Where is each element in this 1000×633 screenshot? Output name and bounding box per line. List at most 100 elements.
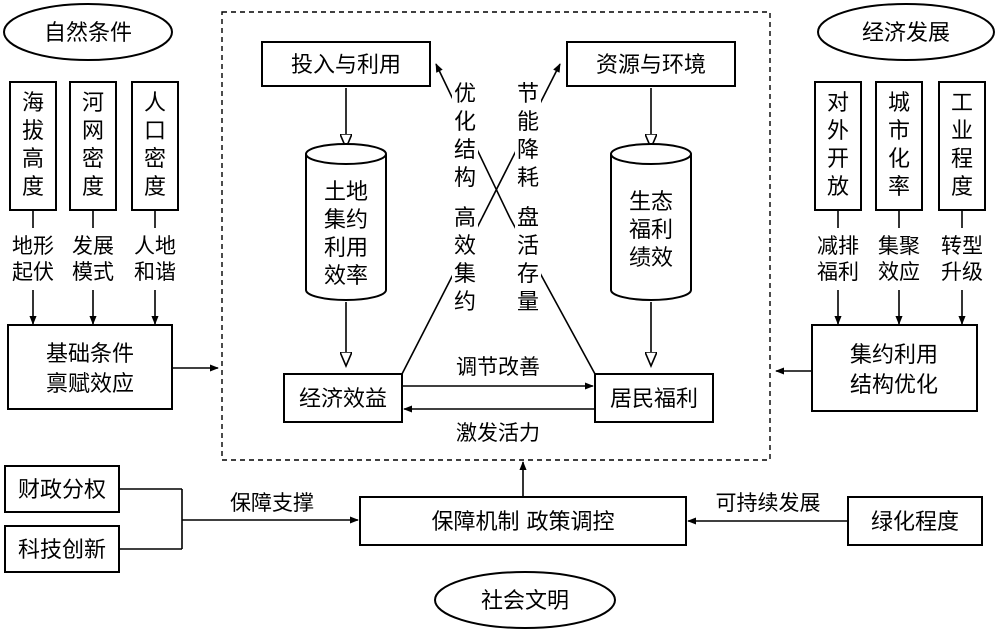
svg-text:拔: 拔 — [22, 119, 44, 144]
svg-text:投入与利用: 投入与利用 — [291, 53, 401, 78]
svg-text:约: 约 — [454, 290, 476, 315]
svg-text:业: 业 — [951, 119, 973, 144]
svg-text:放: 放 — [827, 175, 849, 200]
svg-text:市: 市 — [888, 119, 910, 144]
svg-text:率: 率 — [888, 175, 910, 200]
svg-text:保障机制 政策调控: 保障机制 政策调控 — [432, 510, 615, 535]
left-factor-river-density: 河 网 密 度 — [69, 81, 117, 211]
svg-text:构: 构 — [454, 166, 476, 191]
land-efficiency-cylinder: 土地 集约 利用 效率 — [305, 143, 387, 301]
right-factor-opening: 对 外 开 放 — [814, 81, 862, 211]
svg-text:科技创新: 科技创新 — [18, 538, 106, 563]
svg-text:生态: 生态 — [629, 190, 673, 215]
svg-text:活: 活 — [517, 234, 539, 259]
svg-text:和谐: 和谐 — [134, 260, 176, 284]
regulate-label: 调节改善 — [456, 355, 540, 379]
svg-text:工: 工 — [951, 91, 973, 116]
oval-social: 社会文明 — [434, 571, 616, 629]
svg-text:度: 度 — [144, 175, 166, 200]
energy-saving-label: 节 能 降 耗 — [515, 76, 541, 194]
svg-text:减排: 减排 — [817, 234, 859, 258]
revitalize-stock-label: 盘 活 存 量 — [515, 202, 541, 318]
svg-text:降: 降 — [517, 138, 539, 163]
svg-text:耗: 耗 — [517, 166, 539, 191]
svg-text:资源与环境: 资源与环境 — [596, 53, 706, 78]
svg-text:密: 密 — [144, 147, 166, 172]
resource-env-box: 资源与环境 — [566, 41, 736, 87]
fiscal-decentralization-box: 财政分权 — [4, 465, 120, 513]
right-effect-labels: 减排 福利 集聚 效应 转型 升级 — [817, 234, 983, 284]
svg-text:绩效: 绩效 — [629, 246, 673, 271]
svg-text:存: 存 — [517, 262, 539, 287]
svg-text:绿化程度: 绿化程度 — [871, 510, 959, 535]
svg-text:程: 程 — [951, 147, 973, 172]
svg-text:集聚: 集聚 — [878, 234, 920, 258]
svg-text:地形: 地形 — [12, 234, 54, 258]
optimize-structure-label: 优 化 结 构 — [452, 76, 478, 194]
resident-welfare-box: 居民福利 — [594, 373, 714, 423]
economic-benefit-box: 经济效益 — [283, 373, 403, 423]
svg-text:效: 效 — [454, 234, 476, 259]
left-effect-labels: 地形 起伏 发展 模式 人地 和谐 — [12, 234, 176, 284]
svg-text:人地: 人地 — [134, 234, 176, 258]
eco-welfare-cylinder: 生态 福利 绩效 — [610, 143, 692, 301]
svg-text:度: 度 — [82, 175, 104, 200]
svg-text:化: 化 — [454, 110, 476, 135]
svg-text:利用: 利用 — [324, 236, 368, 261]
right-factor-urbanization: 城 市 化 率 — [875, 81, 923, 211]
left-factor-population-density: 人 口 密 度 — [131, 81, 179, 211]
svg-text:开: 开 — [827, 147, 849, 172]
svg-text:化: 化 — [888, 147, 910, 172]
mechanism-box: 保障机制 政策调控 — [359, 496, 687, 546]
svg-text:起伏: 起伏 — [12, 260, 54, 284]
svg-text:网: 网 — [82, 119, 104, 144]
svg-text:福利: 福利 — [629, 218, 673, 243]
svg-text:财政分权: 财政分权 — [18, 478, 106, 503]
svg-text:转型: 转型 — [941, 234, 983, 258]
greening-box: 绿化程度 — [847, 496, 983, 546]
center-dashed-frame — [221, 11, 771, 461]
input-use-box: 投入与利用 — [261, 41, 431, 87]
svg-text:城: 城 — [888, 91, 910, 116]
svg-text:效率: 效率 — [324, 264, 368, 289]
svg-text:集约利用: 集约利用 — [850, 343, 938, 368]
svg-text:人: 人 — [144, 91, 166, 116]
svg-text:福利: 福利 — [817, 260, 859, 284]
svg-text:节: 节 — [517, 82, 539, 107]
left-summary-box: 基础条件 禀赋效应 — [7, 324, 173, 410]
oval-natural: 自然条件 — [3, 3, 173, 61]
svg-text:社会文明: 社会文明 — [481, 589, 569, 614]
svg-text:集: 集 — [454, 262, 476, 287]
svg-text:基础条件: 基础条件 — [46, 342, 134, 367]
svg-text:自然条件: 自然条件 — [44, 21, 132, 46]
svg-text:海: 海 — [22, 91, 44, 116]
svg-text:效应: 效应 — [878, 260, 920, 284]
svg-text:量: 量 — [517, 290, 539, 315]
sustainable-label: 可持续发展 — [716, 491, 821, 515]
svg-text:外: 外 — [827, 119, 849, 144]
svg-text:度: 度 — [951, 175, 973, 200]
tech-innovation-box: 科技创新 — [4, 525, 120, 573]
left-factor-altitude: 海 拔 高 度 — [9, 81, 57, 211]
svg-text:对: 对 — [827, 91, 849, 116]
svg-text:能: 能 — [517, 110, 539, 135]
svg-text:河: 河 — [82, 91, 104, 116]
stimulate-label: 激发活力 — [456, 421, 540, 445]
svg-text:优: 优 — [454, 82, 476, 107]
svg-text:升级: 升级 — [941, 260, 983, 284]
svg-text:禀赋效应: 禀赋效应 — [46, 372, 134, 397]
svg-text:结: 结 — [454, 138, 476, 163]
svg-text:居民福利: 居民福利 — [610, 387, 698, 412]
svg-text:高: 高 — [454, 206, 476, 231]
right-summary-box: 集约利用 结构优化 — [811, 324, 978, 412]
svg-text:发展: 发展 — [72, 234, 114, 258]
oval-economic: 经济发展 — [817, 3, 995, 61]
svg-text:盘: 盘 — [517, 206, 539, 231]
svg-text:经济发展: 经济发展 — [862, 21, 950, 46]
svg-text:模式: 模式 — [72, 260, 114, 284]
svg-text:高: 高 — [22, 147, 44, 172]
right-factor-industrialization: 工 业 程 度 — [938, 81, 986, 211]
svg-text:密: 密 — [82, 147, 104, 172]
svg-text:度: 度 — [22, 175, 44, 200]
